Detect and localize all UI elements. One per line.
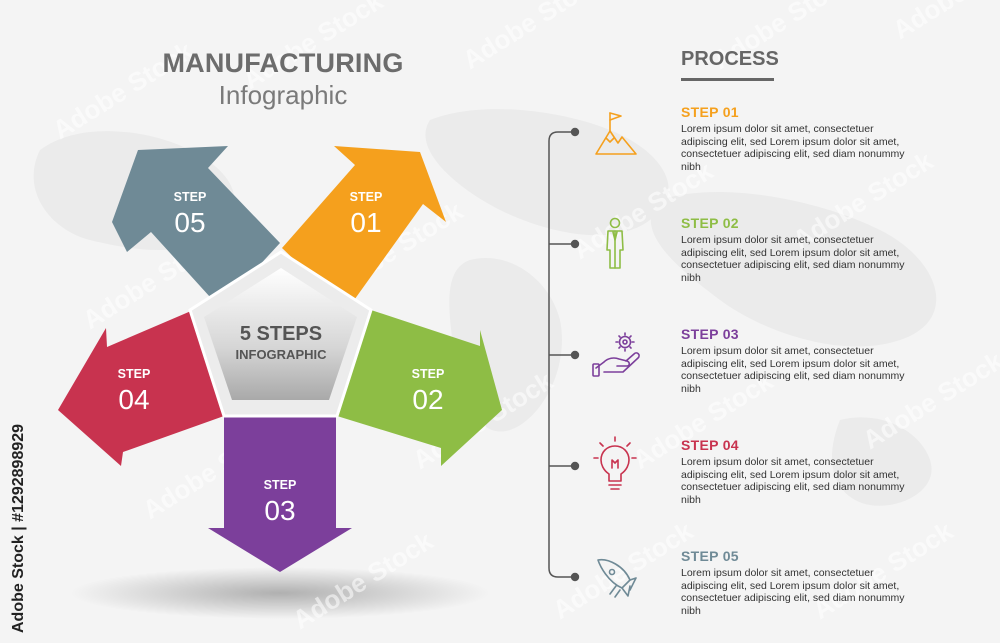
arrow-step-02: STEP 02 (337, 310, 502, 466)
process-step-05: STEP 05 Lorem ipsum dolor sit amet, cons… (681, 548, 921, 617)
floor-shadow (70, 567, 490, 619)
arrow-step-04-number: 04 (118, 384, 149, 415)
process-heading-underline (681, 78, 774, 81)
process-step-01: STEP 01 Lorem ipsum dolor sit amet, cons… (681, 104, 921, 173)
process-step-04: STEP 04 Lorem ipsum dolor sit amet, cons… (681, 437, 921, 506)
arrow-step-01-label: STEP (350, 190, 383, 204)
arrow-step-01-number: 01 (350, 207, 381, 238)
center-pentagon: 5 STEPS INFOGRAPHIC (188, 250, 373, 418)
process-step-02: STEP 02 Lorem ipsum dolor sit amet, cons… (681, 215, 921, 284)
arrow-step-02-shape (337, 310, 502, 466)
page-subtitle: Infographic (218, 80, 348, 110)
stock-id-watermark: Adobe Stock | #1292898929 (6, 395, 30, 635)
process-step-04-text: Lorem ipsum dolor sit amet, consectetuer… (681, 456, 905, 506)
process-step-05-text: Lorem ipsum dolor sit amet, consectetuer… (681, 567, 905, 617)
process-step-02-text: Lorem ipsum dolor sit amet, consectetuer… (681, 234, 905, 284)
arrow-step-04: STEP 04 (58, 311, 224, 466)
process-step-05-title: STEP 05 (681, 548, 739, 564)
arrow-step-03-label: STEP (264, 478, 297, 492)
process-step-03: STEP 03 Lorem ipsum dolor sit amet, cons… (681, 326, 921, 395)
process-step-02-title: STEP 02 (681, 215, 739, 231)
process-step-01-text: Lorem ipsum dolor sit amet, consectetuer… (681, 123, 905, 173)
arrow-step-03-number: 03 (264, 495, 295, 526)
center-title: 5 STEPS (240, 323, 322, 345)
page-title: MANUFACTURING (162, 48, 404, 78)
process-step-01-title: STEP 01 (681, 104, 739, 120)
arrow-step-05: STEP 05 (112, 146, 280, 308)
arrow-step-04-label: STEP (118, 367, 151, 381)
center-pentagon-face (204, 268, 357, 400)
arrow-step-01: STEP 01 (282, 146, 446, 310)
arrow-step-03-shape (208, 416, 352, 572)
arrow-step-03: STEP 03 (208, 416, 352, 572)
process-heading: PROCESS (681, 48, 779, 70)
process-step-03-title: STEP 03 (681, 326, 739, 342)
center-subtitle: INFOGRAPHIC (236, 347, 328, 362)
arrow-step-02-number: 02 (412, 384, 443, 415)
arrow-step-05-number: 05 (174, 207, 205, 238)
arrow-step-05-shape (112, 146, 280, 308)
stock-id-text: Adobe Stock | #1292898929 (10, 423, 27, 633)
arrow-step-01-shape (282, 146, 446, 310)
arrow-step-02-label: STEP (412, 367, 445, 381)
process-step-04-title: STEP 04 (681, 437, 739, 453)
arrow-step-04-shape (58, 311, 224, 466)
arrow-step-05-label: STEP (174, 190, 207, 204)
process-step-03-text: Lorem ipsum dolor sit amet, consectetuer… (681, 345, 905, 395)
